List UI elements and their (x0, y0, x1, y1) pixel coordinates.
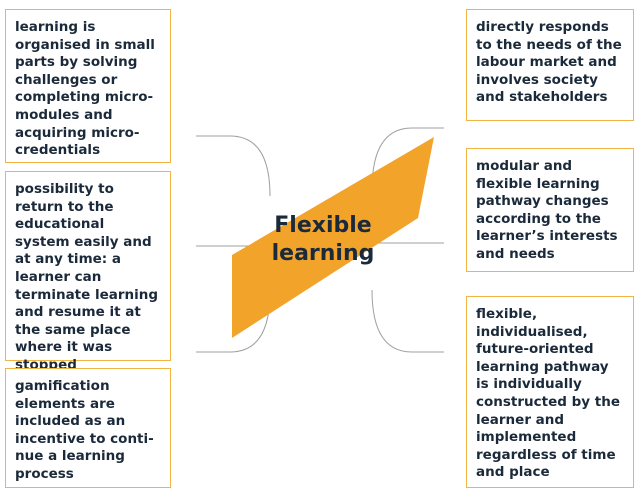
connector-right-bottom (371, 289, 444, 353)
left-box-text: gamification elements are included as an… (15, 378, 154, 482)
right-box-labour-market: directly responds to the needs of the la… (466, 9, 634, 121)
center-parallelogram (232, 137, 434, 338)
right-box-individualised-pathway: flexible, individualised, future-oriente… (466, 296, 634, 488)
left-box-text: learning is organised in small parts by … (15, 19, 155, 159)
connector-left-top (196, 135, 271, 197)
right-box-text: directly responds to the needs of the la… (476, 19, 622, 106)
left-box-return-to-education: possibility to return to the educational… (5, 171, 171, 373)
center-title: Flexible learning (271, 213, 375, 266)
left-box-gamification: gamification elements are included as an… (5, 368, 171, 488)
right-box-modular-pathway: modular and flexible learning pathway ch… (466, 148, 634, 272)
right-box-text: modular and flexible learning pathway ch… (476, 158, 618, 262)
right-box-text: flexible, individualised, future-oriente… (476, 306, 621, 481)
left-box-text: possibility to return to the educational… (15, 181, 159, 373)
left-box-micro-credentials: learning is organised in small parts by … (5, 9, 171, 163)
